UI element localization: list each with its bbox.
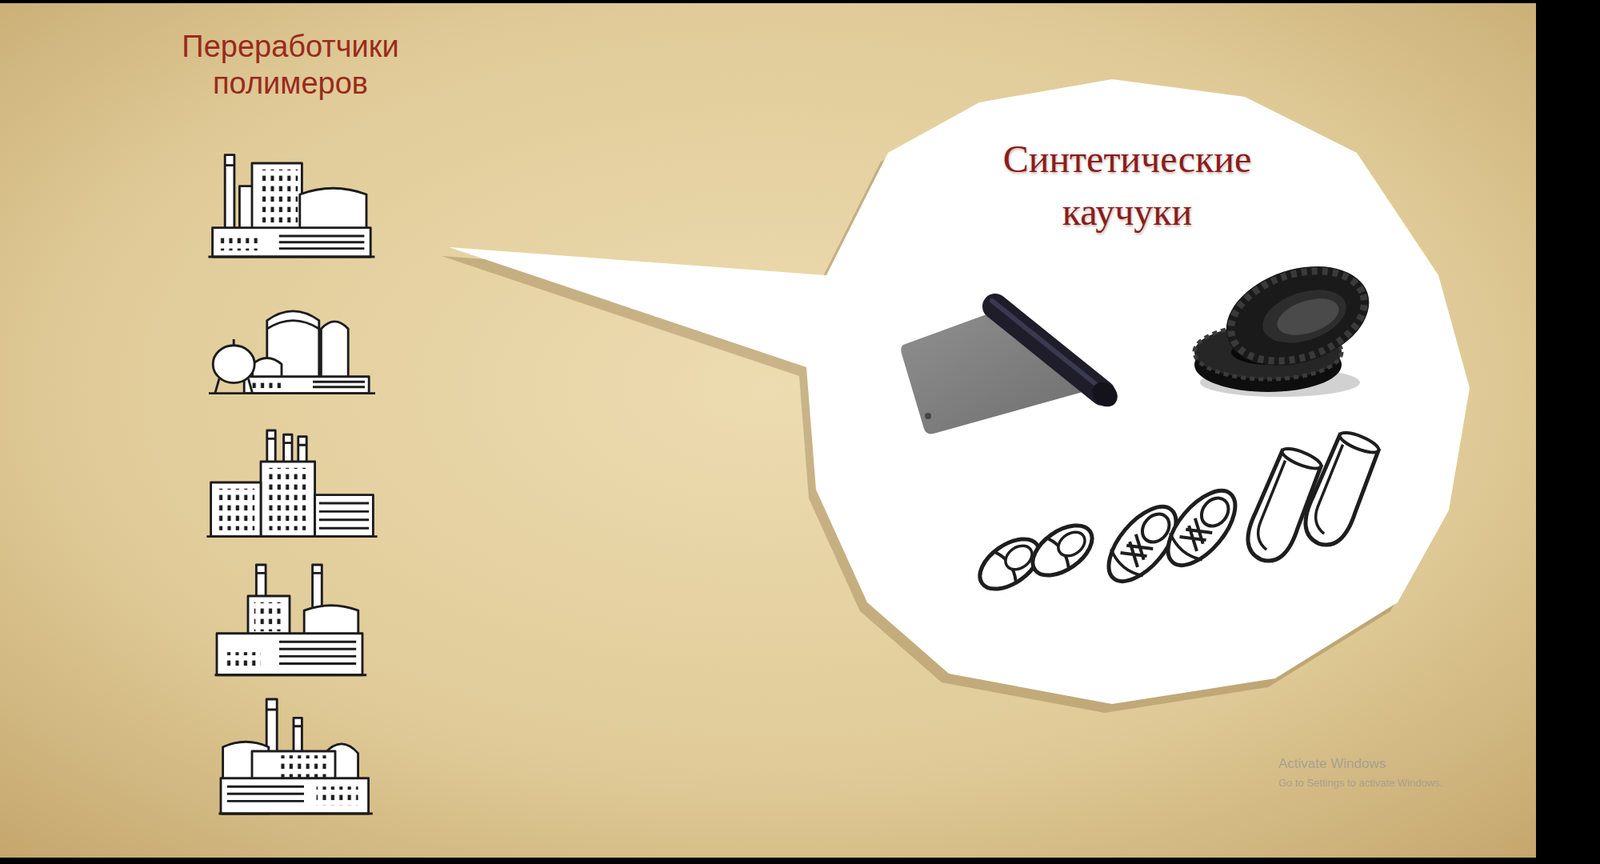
footwear xyxy=(971,428,1384,600)
bubble-outline xyxy=(444,76,1477,712)
factory-icon xyxy=(206,430,377,537)
rubber-mat xyxy=(900,300,1123,434)
factory-icon xyxy=(214,564,367,676)
speech-bubble: Синтетические каучуки xyxy=(444,76,1477,712)
diagram-title: Переработчики полимеров xyxy=(130,28,451,102)
bubble-heading: Синтетические каучуки xyxy=(959,132,1296,239)
parchment xyxy=(0,3,1536,858)
factory-icon xyxy=(208,155,375,257)
watermark-text: Activate Windows xyxy=(1278,756,1386,772)
watermark-text: Go to Settings to activate Windows. xyxy=(1278,776,1443,789)
bubble-fill xyxy=(448,79,1470,704)
refinery-icon xyxy=(208,311,376,394)
factory-icon xyxy=(218,699,372,814)
tires xyxy=(1194,248,1382,397)
